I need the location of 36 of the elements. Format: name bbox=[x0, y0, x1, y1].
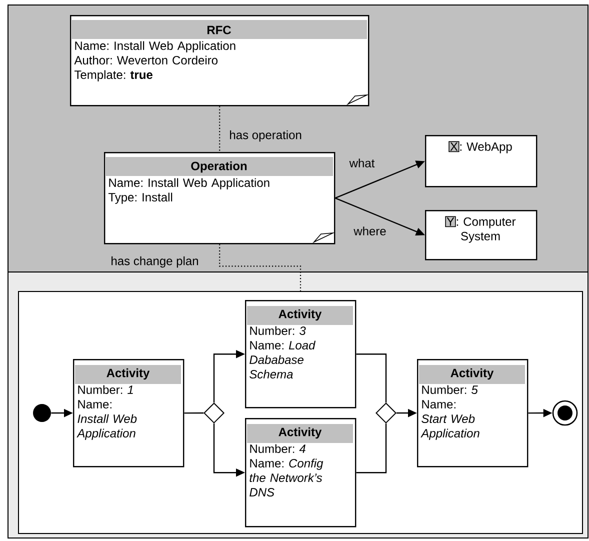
attribute-text: Name: Config the Network’s DNS bbox=[250, 458, 324, 496]
attribute-text: Template: true bbox=[74, 70, 152, 82]
box-heading: RFC bbox=[207, 26, 231, 34]
connector bbox=[219, 106, 220, 152]
connector bbox=[184, 412, 204, 414]
type-label: : WebApp bbox=[460, 142, 512, 154]
attribute-text: Number: 4 bbox=[250, 444, 306, 453]
start-node bbox=[33, 404, 51, 422]
connector bbox=[356, 424, 387, 474]
attribute-text: Name: Start Web Application bbox=[420, 400, 480, 440]
attribute-text: Name: Install Web Application bbox=[109, 178, 270, 190]
box-heading: Activity bbox=[450, 368, 494, 380]
attribute-text: Number: 5 bbox=[422, 385, 478, 394]
box-heading: Activity bbox=[106, 368, 150, 380]
attribute-text: Name: Install Web Application bbox=[76, 400, 137, 440]
box-heading: Operation bbox=[191, 161, 247, 173]
connector bbox=[219, 244, 302, 291]
variable-tag: Y bbox=[444, 216, 456, 228]
edge-label: has change plan bbox=[110, 255, 200, 269]
type-label: : Computer System bbox=[456, 217, 516, 243]
connector bbox=[356, 354, 387, 402]
edge-label: where bbox=[352, 226, 388, 236]
box-heading: Activity bbox=[278, 309, 322, 321]
variable-tag: X bbox=[448, 141, 460, 152]
attribute-text: Author: Weverton Cordeiro bbox=[74, 56, 218, 64]
attribute-text: Number: 3 bbox=[250, 326, 306, 335]
decision-diamond bbox=[376, 402, 396, 424]
edge-label: has operation bbox=[228, 129, 303, 143]
end-node bbox=[552, 400, 578, 426]
edge-label: what bbox=[348, 158, 376, 168]
decision-diamond bbox=[204, 402, 224, 424]
attribute-text: Type: Install bbox=[108, 192, 172, 204]
attribute-text: Number: 1 bbox=[78, 385, 133, 394]
box-heading: Activity bbox=[278, 427, 322, 439]
attribute-text: Name: Load Dababase Schema bbox=[250, 340, 316, 378]
attribute-text: Name: Install Web Application bbox=[75, 41, 236, 52]
